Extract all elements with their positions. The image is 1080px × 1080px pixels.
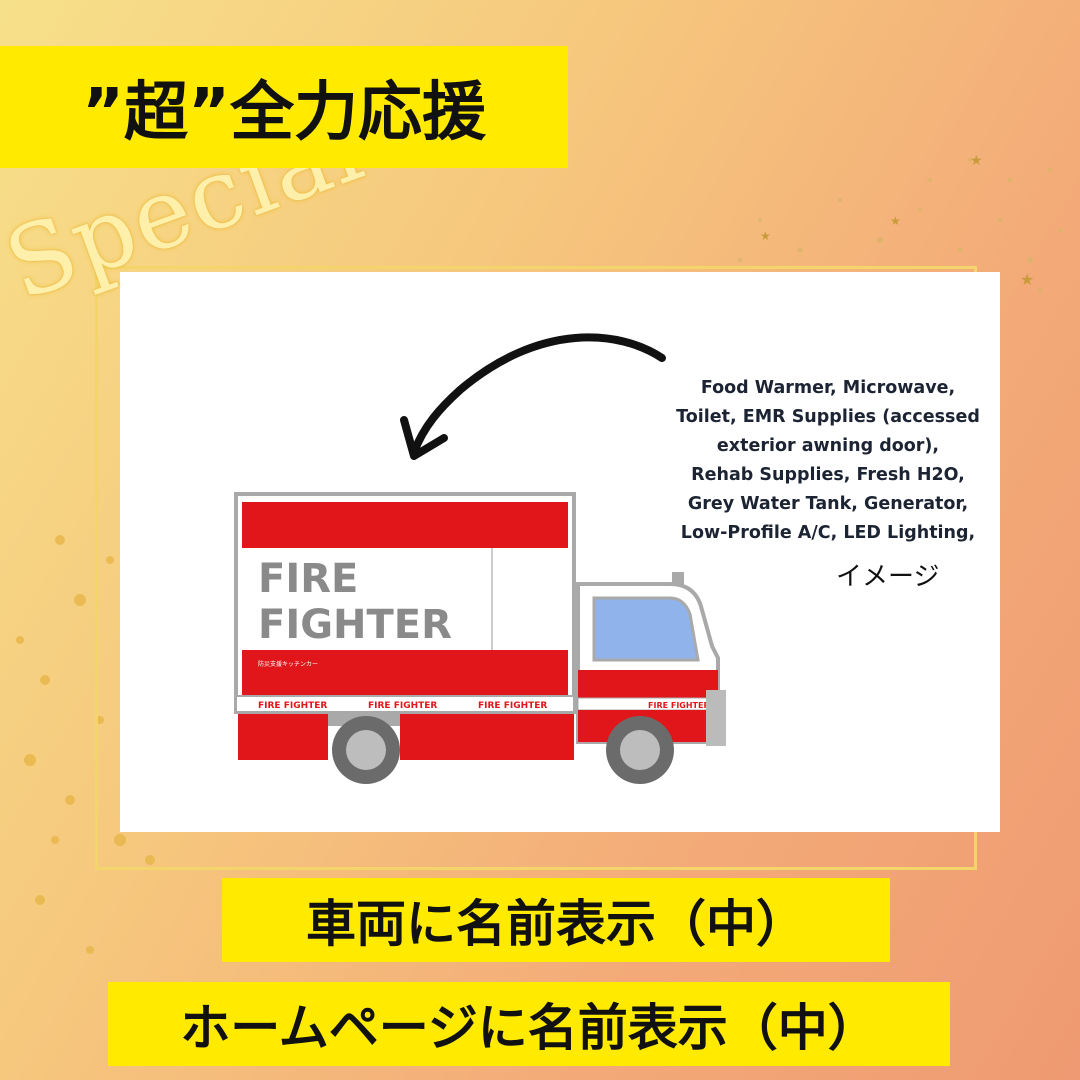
benefit-vehicle-name: 車両に名前表示（中） [222, 878, 890, 962]
svg-text:★: ★ [760, 229, 771, 243]
equipment-line: Food Warmer, Microwave, [700, 378, 956, 398]
truck-stripe-text: FIRE FIGHTER [368, 701, 437, 711]
page-title: ”超”全力応援 [0, 46, 568, 168]
equipment-line: Rehab Supplies, Fresh H2O, [691, 465, 965, 485]
truck-cab-stripe-text: FIRE FIGHTER [648, 701, 710, 710]
truck-side-text-fighter: FIGHTER [258, 602, 452, 648]
equipment-line: Toilet, EMR Supplies (accessed [676, 407, 980, 427]
equipment-line: exterior awning door), [716, 436, 940, 456]
benefit-homepage-name: ホームページに名前表示（中） [108, 982, 950, 1066]
equipment-list: Food Warmer, Microwave, Toilet, EMR Supp… [672, 374, 984, 548]
truck-stripe-text: FIRE FIGHTER [258, 701, 327, 711]
truck-side-text-fire: FIRE [258, 556, 358, 602]
svg-text:★: ★ [890, 214, 901, 228]
svg-text:★: ★ [1020, 270, 1034, 289]
svg-text:★: ★ [970, 153, 983, 169]
image-note: イメージ [836, 562, 940, 592]
fire-fighter-truck-illustration: FIRE FIGHTER 防災支援キッチンカー FIRE FIGHTER FIR… [234, 492, 726, 784]
truck-small-caption: 防災支援キッチンカー [258, 660, 318, 668]
truck-stripe-text: FIRE FIGHTER [478, 701, 547, 711]
equipment-line: Grey Water Tank, Generator, [687, 494, 969, 514]
curved-arrow-icon [400, 333, 666, 460]
equipment-line: Low-Profile A/C, LED Lighting, [680, 523, 976, 543]
